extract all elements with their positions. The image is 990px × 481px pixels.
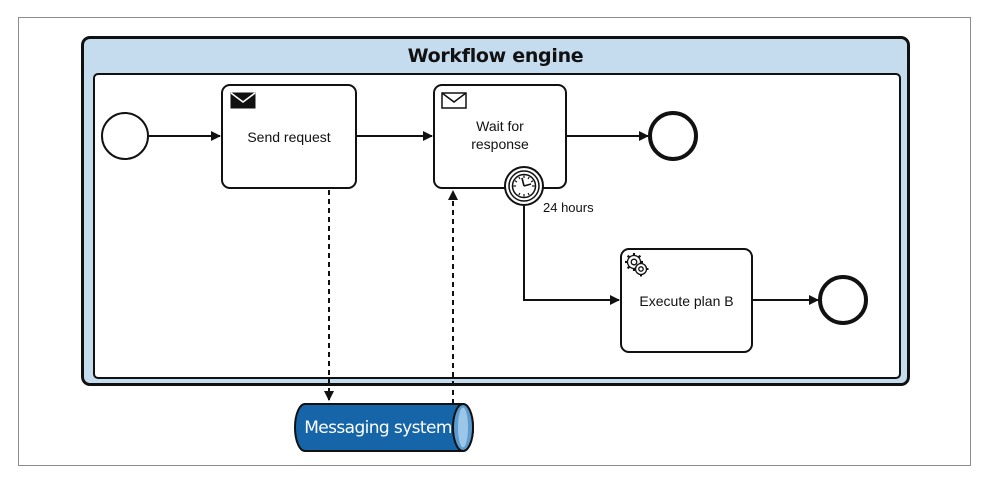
wait-for-response-label-line1: Wait for <box>476 117 524 134</box>
cylinder-shape <box>294 403 474 452</box>
receive-envelope-icon <box>441 92 467 109</box>
end-event-plan-b[interactable] <box>818 275 868 325</box>
flow-timer-to-plan-b <box>523 206 620 305</box>
timer-duration-label: 24 hours <box>543 200 594 215</box>
start-event[interactable] <box>101 112 149 160</box>
messaging-system-label: Messaging system <box>304 417 452 438</box>
pool-title: Workflow engine <box>407 45 584 67</box>
gear-icon <box>625 253 649 277</box>
end-event[interactable] <box>648 111 698 161</box>
messaging-system[interactable]: Messaging system <box>293 402 477 453</box>
execute-plan-b-label: Execute plan B <box>639 292 734 309</box>
send-request-label: Send request <box>247 128 331 145</box>
wait-for-response-label-line2: response <box>471 135 529 152</box>
send-envelope-icon <box>230 92 256 109</box>
timer-boundary-event[interactable] <box>504 166 544 206</box>
